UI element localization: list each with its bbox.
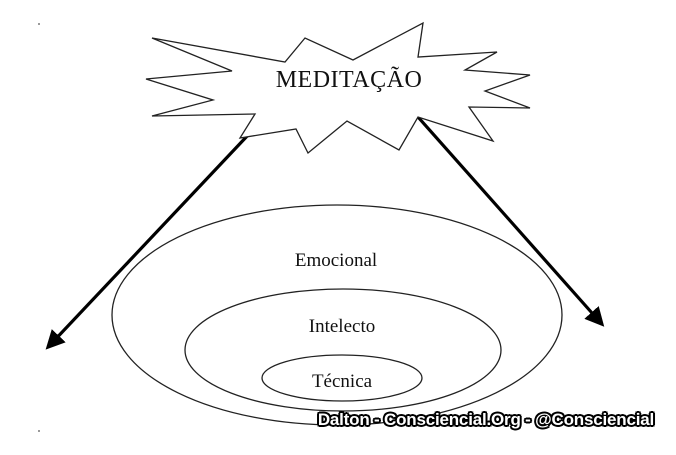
diagram-title: MEDITAÇÃO bbox=[275, 67, 423, 93]
ring-outer-emocional bbox=[111, 204, 563, 426]
starburst-shape bbox=[145, 21, 531, 155]
watermark-text: Dalton - Consciencial.Org - @Consciencia… bbox=[317, 410, 654, 429]
ring-label-tecnica: Técnica bbox=[311, 371, 373, 392]
arrow-down-right bbox=[416, 115, 605, 327]
ring-label-emocional: Emocional bbox=[294, 250, 378, 271]
arrow-down-left bbox=[45, 131, 252, 350]
ring-inner-tecnica bbox=[261, 354, 423, 402]
ring-middle-intelecto bbox=[184, 288, 502, 412]
scan-speck bbox=[38, 430, 40, 432]
ring-label-intelecto: Intelecto bbox=[308, 316, 376, 337]
scan-speck bbox=[38, 23, 40, 25]
